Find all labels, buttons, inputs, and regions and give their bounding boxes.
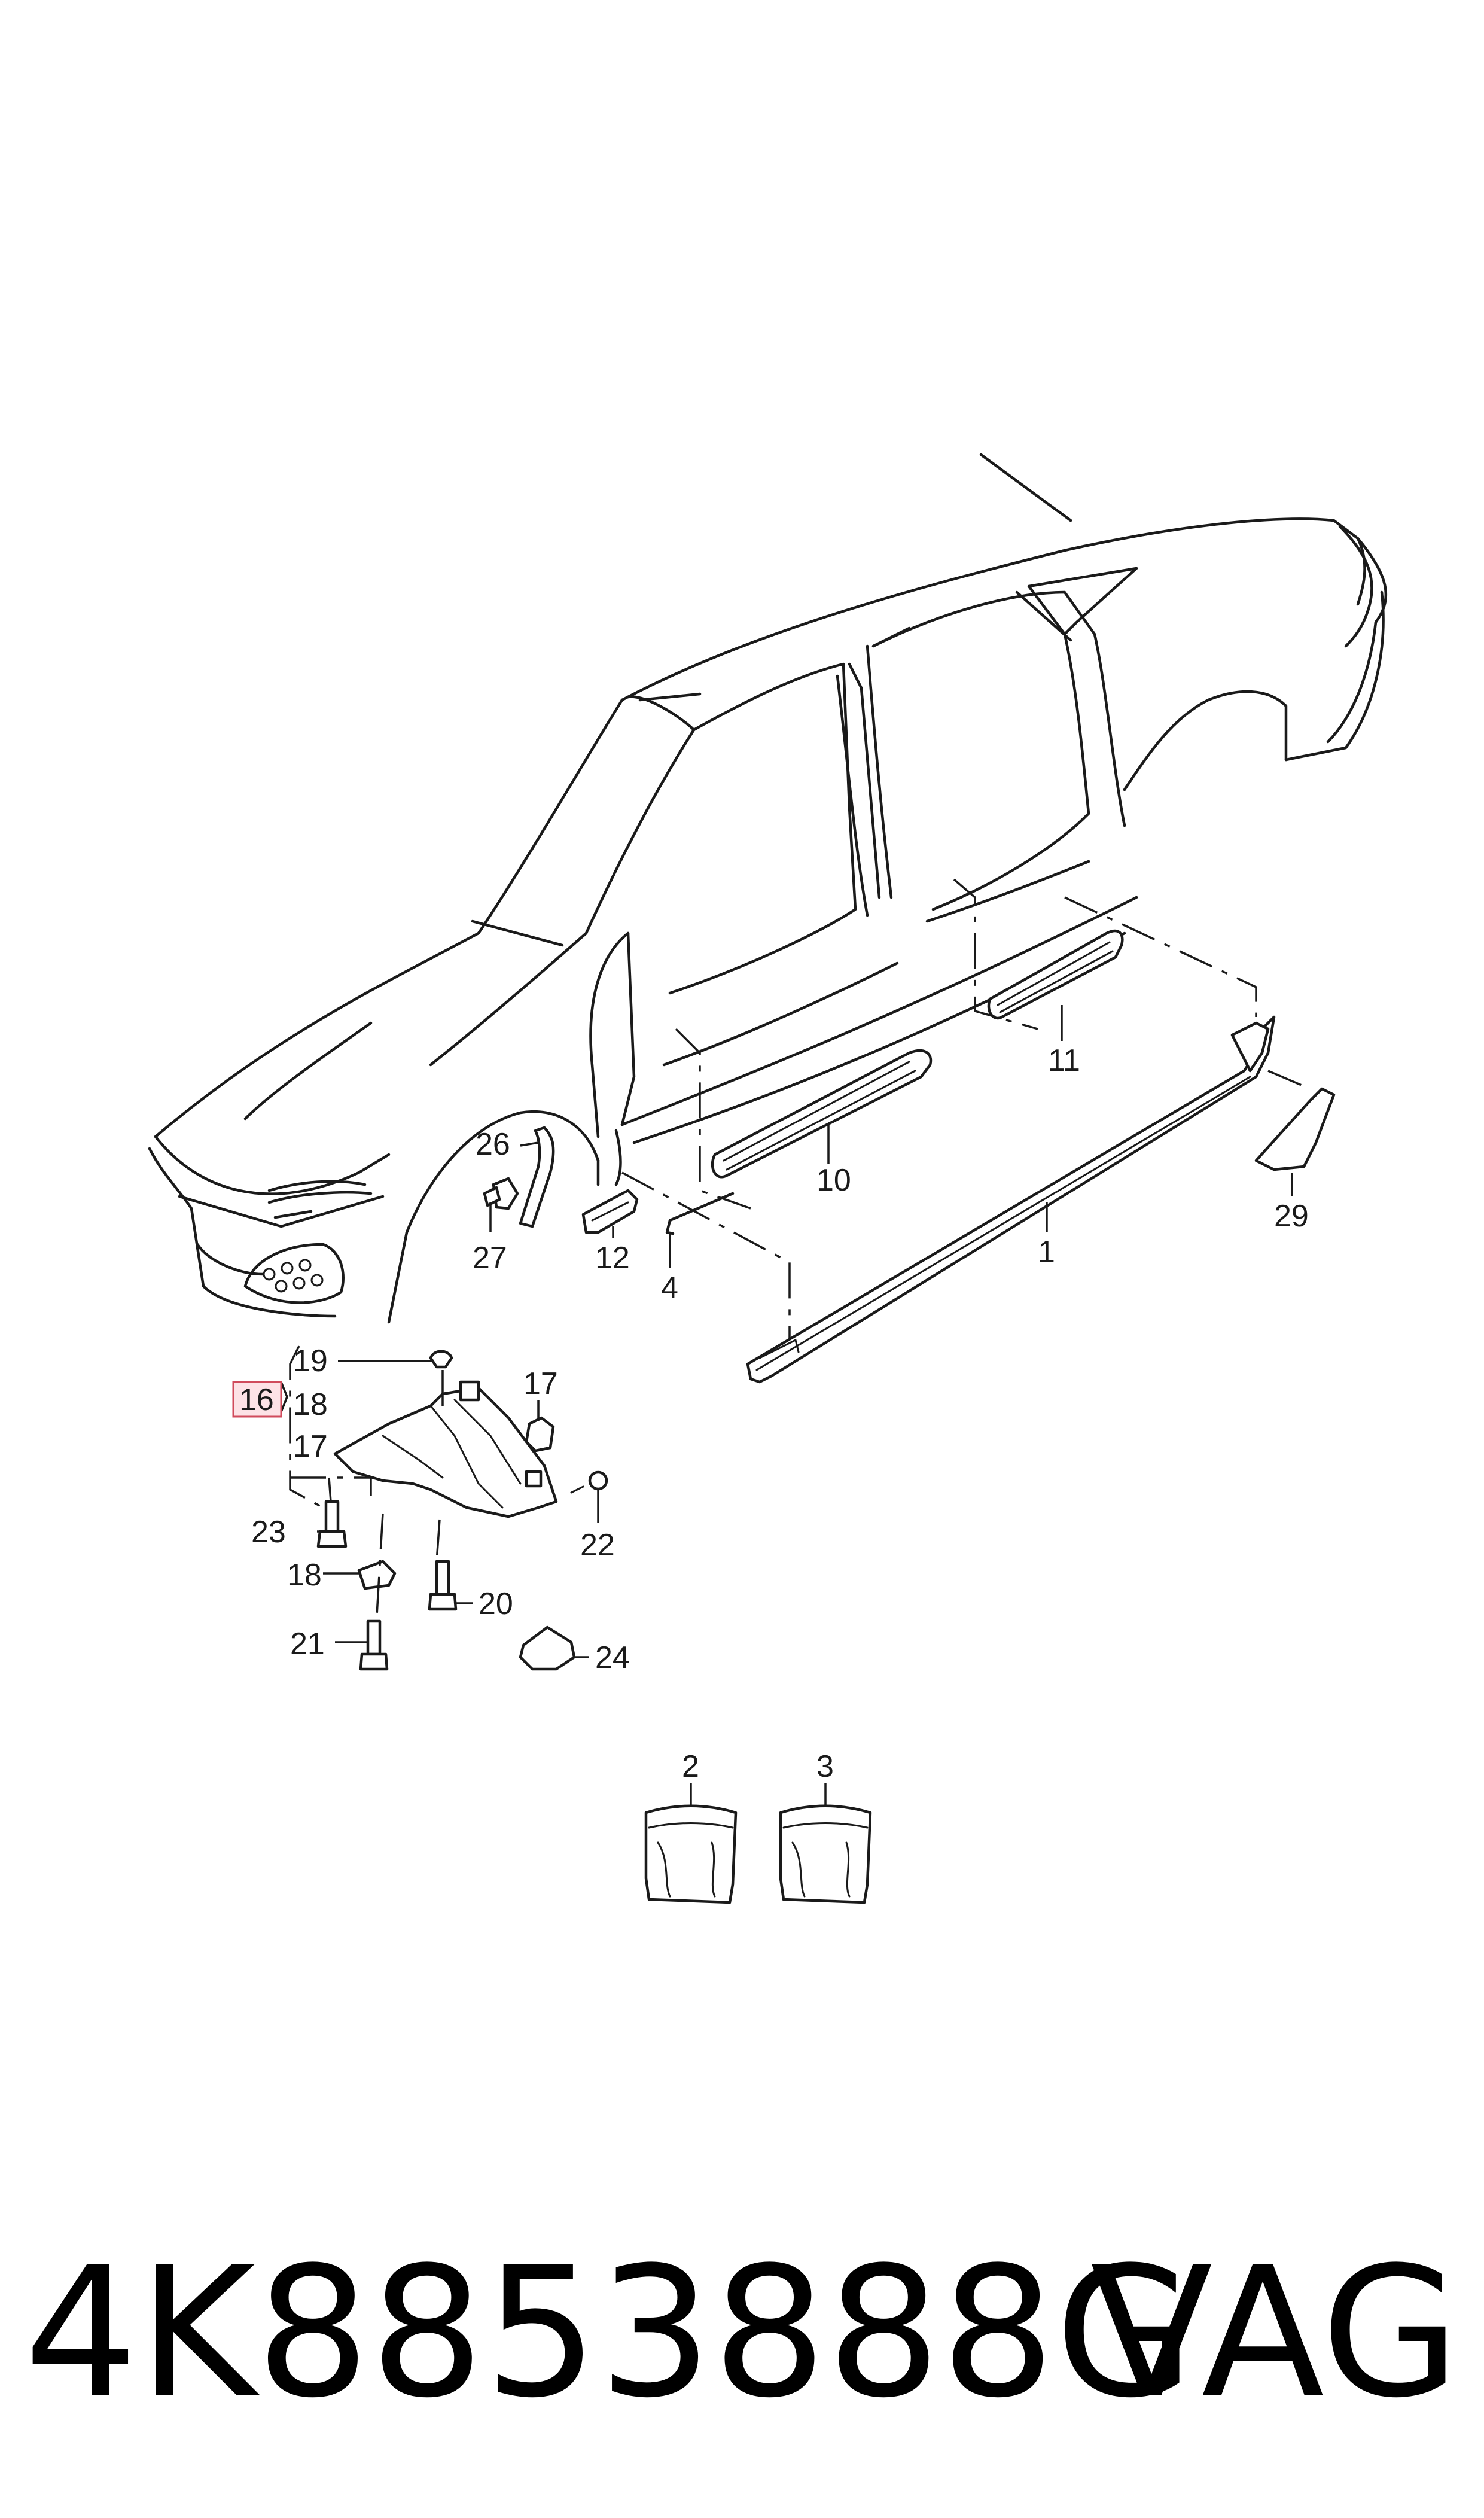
callout-3: 3: [816, 1749, 834, 1784]
callout-11: 11: [1048, 1043, 1080, 1078]
callout-24: 24: [595, 1640, 630, 1675]
part-number: 4K8853888G: [24, 2228, 1194, 2437]
leader-lines: [280, 1005, 1293, 1807]
callout-10: 10: [816, 1163, 851, 1198]
alignment-lines: [289, 878, 1311, 1616]
screw-22: [570, 1470, 608, 1494]
bolt-20: [428, 1560, 458, 1611]
wheel-arch-trim-strip: [519, 1126, 555, 1228]
callout-12: 12: [595, 1241, 630, 1275]
parts-bag-2: [644, 1804, 738, 1904]
nut-17: [525, 1416, 555, 1453]
callout-19: 19: [293, 1344, 328, 1378]
door-sill-trim-rear: [987, 929, 1124, 1020]
callout-4: 4: [661, 1271, 678, 1305]
callout-17-nut: 17: [523, 1366, 558, 1401]
callout-18-clip: 18: [287, 1558, 322, 1593]
wheel-housing-bracket: [333, 1380, 558, 1518]
callout-1: 1: [1038, 1235, 1055, 1269]
door-sill-trim-front: [711, 1049, 933, 1179]
callout-26: 26: [476, 1127, 510, 1162]
nut-24: [519, 1625, 576, 1671]
callout-18-bracket: 18: [293, 1387, 328, 1422]
callout-29: 29: [1274, 1199, 1309, 1234]
footer: 4K8853888G VAG: [24, 2213, 1460, 2453]
callout-16: 16: [239, 1383, 274, 1417]
callout-17-bracket: 17: [293, 1429, 328, 1464]
rear-mudflap: [1254, 1087, 1336, 1171]
bolt-21: [359, 1619, 389, 1671]
callout-16-highlight: [232, 1381, 282, 1418]
callout-23: 23: [251, 1515, 286, 1549]
callout-2: 2: [682, 1749, 699, 1784]
callout-20: 20: [479, 1587, 513, 1621]
car-body-outline: [148, 453, 1388, 1324]
parts-bag-3: [779, 1804, 872, 1904]
side-sill-panel: [746, 1015, 1276, 1384]
bolt-19: [429, 1350, 453, 1369]
retainer-bracket: [581, 1189, 639, 1234]
expansion-clip: [483, 1177, 519, 1210]
nut-clip-18: [357, 1560, 397, 1590]
callout-21: 21: [290, 1627, 325, 1661]
callout-27: 27: [473, 1241, 507, 1275]
brand-label: VAG: [1090, 2228, 1460, 2437]
callout-22: 22: [580, 1528, 615, 1563]
callout-numbers: 1 2 3 4 10 11 12 16 17 17 18 18 19 20 21…: [239, 1043, 1309, 1784]
bolt-23: [316, 1500, 348, 1548]
